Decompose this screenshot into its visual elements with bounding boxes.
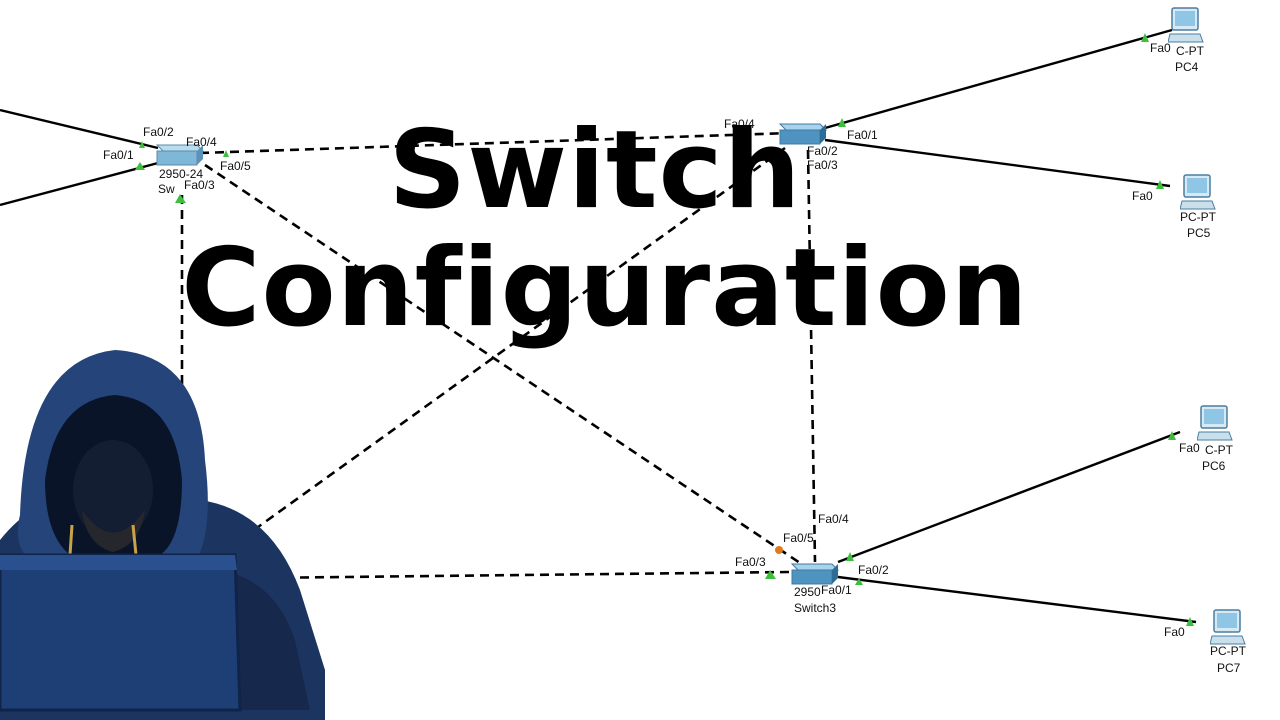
link-light xyxy=(139,141,145,148)
device-name-label: PC4 xyxy=(1175,60,1199,74)
cable-switch3-to-pc7 xyxy=(837,575,1197,624)
port-label: Fa0/3 xyxy=(184,178,215,192)
cable-switch3-to-pc6 xyxy=(837,430,1181,564)
link-light xyxy=(1156,180,1164,189)
link-light xyxy=(1168,431,1176,440)
device-name-label: PC7 xyxy=(1217,661,1241,675)
link-light xyxy=(1186,617,1194,626)
device-model-label: 2950 xyxy=(794,585,821,599)
cable-lower-left-to-switch3 xyxy=(254,570,791,580)
cable-switch-right-to-pc4 xyxy=(824,28,1173,130)
port-label: Fa0/3 xyxy=(735,555,766,569)
link-light xyxy=(846,552,854,561)
port-label: Fa0 xyxy=(1132,189,1153,203)
port-label: Fa0/5 xyxy=(220,159,251,173)
port-label: Fa0 xyxy=(1179,441,1200,455)
cable-switch-right-to-lower-left xyxy=(239,146,786,542)
cable-offscreen-to-switch-left-fa0-2 xyxy=(0,108,159,150)
port-label: Fa0 xyxy=(1164,625,1185,639)
port-label: Fa0/2 xyxy=(807,144,838,158)
device-name-label: Switch3 xyxy=(794,601,837,615)
device-type-label: C-PT xyxy=(1205,443,1233,457)
desktop-pc-icon[interactable] xyxy=(1180,173,1216,213)
port-label: Fa0/4 xyxy=(818,512,849,526)
cable-offscreen-to-switch-left-fa0-1 xyxy=(0,161,159,207)
link-light xyxy=(1141,33,1149,42)
link-light xyxy=(135,162,145,170)
desktop-pc-icon[interactable] xyxy=(1168,6,1204,46)
page-title: Switch Configuration xyxy=(0,112,1210,348)
link-light xyxy=(855,578,863,585)
port-label: Fa0/1 xyxy=(103,148,134,162)
port-label: Fa0/2 xyxy=(143,125,174,139)
network-switch-icon[interactable] xyxy=(778,122,828,148)
cable-switch-left-to-switch-right xyxy=(199,131,791,155)
cable-switch-right-to-switch3 xyxy=(806,149,817,563)
network-switch-icon[interactable] xyxy=(790,562,840,588)
link-light xyxy=(765,570,776,579)
link-light xyxy=(838,118,846,127)
device-model-label: 2950-24 xyxy=(159,167,204,181)
hooded-hacker-figure xyxy=(0,350,325,720)
port-label: Fa0/5 xyxy=(783,531,814,545)
link-light xyxy=(223,150,229,157)
device-name-label: PC5 xyxy=(1187,226,1211,240)
port-label: Fa0/3 xyxy=(807,158,838,172)
device-name-label: Sw xyxy=(158,182,175,196)
title-line-2: Configuration xyxy=(181,226,1029,351)
port-label: Fa0/2 xyxy=(858,563,889,577)
network-switch-icon[interactable] xyxy=(155,143,205,169)
device-name-label: PC6 xyxy=(1202,459,1226,473)
port-label: Fa0/4 xyxy=(724,117,755,131)
desktop-pc-icon[interactable] xyxy=(1197,404,1233,444)
title-line-1: Switch xyxy=(388,108,802,233)
port-label: Fa0/1 xyxy=(821,583,852,597)
port-label: Fa0/4 xyxy=(186,135,217,149)
port-label: Fa0/1 xyxy=(847,128,878,142)
device-type-label: C-PT xyxy=(1176,44,1204,58)
port-label: Fa0 xyxy=(1150,41,1171,55)
cable-switch-right-to-pc5 xyxy=(824,138,1171,188)
device-type-label: PC-PT xyxy=(1180,210,1216,224)
link-light xyxy=(175,194,186,203)
desktop-pc-icon[interactable] xyxy=(1210,608,1246,648)
device-type-label: PC-PT xyxy=(1210,644,1246,658)
device-name-label: Fa xyxy=(773,163,788,177)
link-light-pending xyxy=(775,546,783,554)
